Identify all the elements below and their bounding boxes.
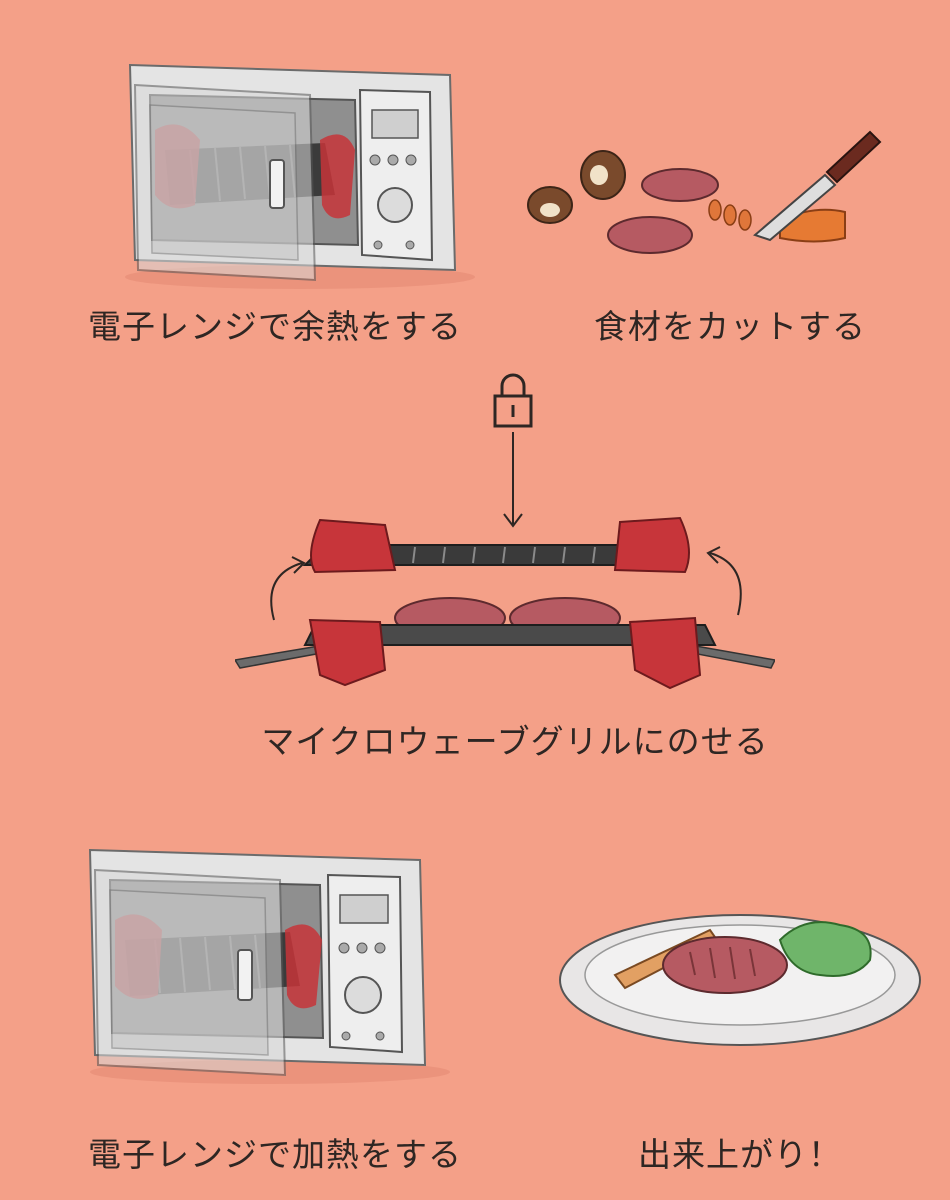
ingredients-illustration bbox=[527, 130, 882, 254]
microwave-illustration-2 bbox=[88, 848, 450, 1084]
lock-icon bbox=[493, 373, 533, 428]
curved-arrow-right-icon bbox=[706, 546, 742, 616]
curved-arrow-left-icon bbox=[270, 556, 306, 621]
mushroom-icon bbox=[527, 150, 626, 224]
step-3-label: マイクロウェーブグリルにのせる bbox=[261, 722, 769, 761]
plate-illustration bbox=[559, 914, 921, 1046]
step-5-label: 出来上がり！ bbox=[638, 1135, 842, 1174]
step-1-label: 電子レンジで余熱をする bbox=[88, 307, 462, 346]
arrow-down-icon bbox=[503, 432, 523, 528]
microwave-illustration-1 bbox=[125, 63, 475, 289]
step-2-label: 食材をカットする bbox=[594, 307, 866, 346]
microwave-grill-illustration bbox=[235, 516, 775, 690]
step-4-label: 電子レンジで加熱をする bbox=[88, 1135, 462, 1174]
